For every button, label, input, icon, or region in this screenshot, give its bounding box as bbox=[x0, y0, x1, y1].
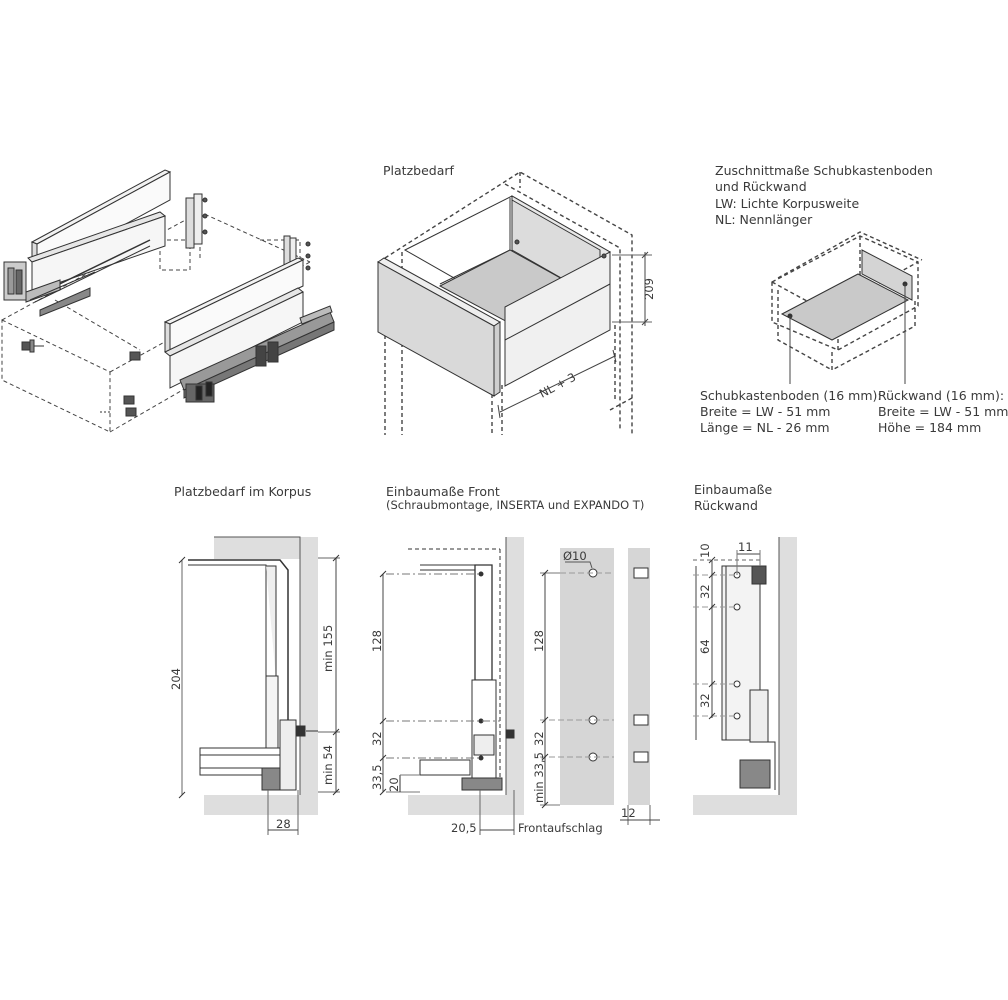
dim-32-top: 32 bbox=[698, 584, 712, 599]
dim-frontaufschlag: Frontaufschlag bbox=[518, 821, 603, 835]
rueckwand-hoehe: Höhe = 184 mm bbox=[878, 420, 982, 435]
dim-32-right: 32 bbox=[532, 731, 546, 746]
dim-20: 20 bbox=[387, 777, 401, 792]
dim-min-54: min 54 bbox=[321, 745, 335, 785]
dim-32-left: 32 bbox=[370, 731, 384, 746]
rueckwand-breite: Breite = LW - 51 mm bbox=[878, 404, 1008, 419]
left-runner bbox=[3, 261, 96, 317]
front-view bbox=[379, 537, 524, 835]
right-runner bbox=[179, 305, 335, 403]
title-rueck-line2: Rückwand bbox=[694, 498, 758, 513]
front-drill-pattern bbox=[540, 548, 660, 825]
dim-20-5: 20,5 bbox=[451, 821, 477, 835]
nl-definition: NL: Nennlänger bbox=[715, 212, 813, 227]
zuschnitt-view bbox=[771, 231, 923, 384]
fastening-screws-left bbox=[21, 339, 44, 353]
drawer-bottom-panel bbox=[780, 273, 910, 341]
dim-12: 12 bbox=[621, 806, 636, 820]
dim-209: 209 bbox=[642, 278, 656, 300]
drawer-front bbox=[377, 257, 501, 397]
lw-definition: LW: Lichte Korpusweite bbox=[715, 196, 860, 211]
dim-min-33-5: min 33,5 bbox=[532, 752, 546, 803]
dim-204: 204 bbox=[169, 668, 183, 690]
rueckwand-view bbox=[693, 537, 797, 815]
title-platzbedarf: Platzbedarf bbox=[383, 163, 454, 178]
title-front: Einbaumaße Front bbox=[386, 484, 500, 499]
title-zuschnitt-line2: und Rückwand bbox=[715, 179, 807, 194]
left-side-panel bbox=[27, 169, 172, 303]
dim-11: 11 bbox=[738, 540, 753, 554]
korpus-view bbox=[178, 536, 340, 835]
dim-10: 10 bbox=[698, 543, 712, 558]
dim-128-left: 128 bbox=[370, 630, 384, 652]
exploded-drawer-view bbox=[1, 169, 335, 433]
dim-phi-10: Ø10 bbox=[563, 549, 587, 563]
dim-33-5-left: 33,5 bbox=[370, 764, 384, 790]
boden-title: Schubkastenboden (16 mm): bbox=[700, 388, 882, 403]
dim-28: 28 bbox=[276, 817, 291, 831]
dim-128-right: 128 bbox=[532, 630, 546, 652]
title-front-sub: (Schraubmontage, INSERTA und EXPANDO T) bbox=[386, 498, 645, 512]
fastening-screws-right bbox=[100, 351, 141, 417]
dim-64: 64 bbox=[698, 639, 712, 654]
title-korpus: Platzbedarf im Korpus bbox=[174, 484, 312, 499]
back-bracket-left bbox=[185, 193, 208, 249]
boden-laenge: Länge = NL - 26 mm bbox=[700, 420, 830, 435]
drawer-box bbox=[403, 195, 612, 387]
rueckwand-title: Rückwand (16 mm): bbox=[878, 388, 1005, 403]
dim-nl-plus-3: NL + 3 bbox=[537, 370, 578, 401]
boden-breite: Breite = LW - 51 mm bbox=[700, 404, 831, 419]
platzbedarf-view bbox=[377, 171, 652, 435]
title-rueck-line1: Einbaumaße bbox=[694, 482, 773, 497]
back-wall-panel bbox=[861, 249, 913, 301]
dim-min-155: min 155 bbox=[321, 625, 335, 672]
title-zuschnitt-line1: Zuschnittmaße Schubkastenboden bbox=[715, 163, 933, 178]
dim-32-bottom: 32 bbox=[698, 693, 712, 708]
right-side-panel bbox=[163, 257, 305, 389]
